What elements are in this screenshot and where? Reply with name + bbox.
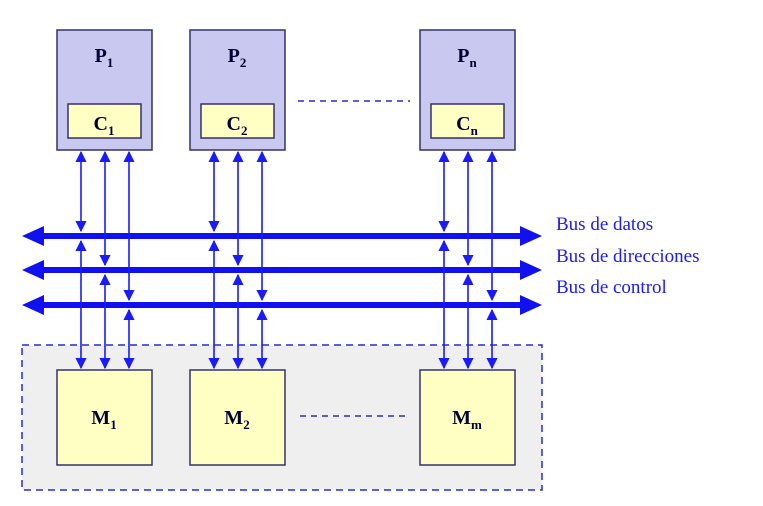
memory-label: M2 [224, 407, 249, 432]
bus-arrowhead-right [520, 295, 542, 315]
cache-label: C2 [227, 113, 248, 138]
processor-label: Pn [457, 45, 477, 70]
memory-box [419, 369, 516, 466]
bus-arrowhead-right [520, 260, 542, 280]
memory-label: Mm [452, 407, 482, 432]
memory-mm: Mm [419, 369, 516, 466]
memory-box [56, 369, 153, 466]
cache-box [200, 103, 275, 139]
bus-arrowhead-left [22, 226, 44, 246]
processor-label: P1 [95, 45, 114, 70]
memory-m2: M2 [189, 369, 286, 466]
bus-datos [22, 226, 542, 246]
cache-label: Cn [456, 113, 478, 138]
memory-box [189, 369, 286, 466]
memory-label: M1 [91, 407, 116, 432]
processor-label: P2 [228, 45, 247, 70]
memory-m1: M1 [56, 369, 153, 466]
cache-label: C1 [94, 113, 115, 138]
bus-arrowhead-left [22, 295, 44, 315]
processor-p1: P1 C1 [56, 29, 153, 151]
cache-box [67, 103, 142, 139]
bus-label-datos: Bus de datos [556, 214, 653, 235]
cache-box [430, 103, 505, 139]
bus-arrowhead-right [520, 226, 542, 246]
processor-p2: P2 C2 [189, 29, 286, 151]
bus-connections [75, 150, 498, 370]
processor-pn: Pn Cn [419, 29, 516, 151]
bus-label-direcciones: Bus de direcciones [556, 246, 700, 267]
bus-control [22, 295, 542, 315]
bus-label-control: Bus de control [556, 277, 667, 298]
bus-direcciones [22, 260, 542, 280]
bus-arrowhead-left [22, 260, 44, 280]
